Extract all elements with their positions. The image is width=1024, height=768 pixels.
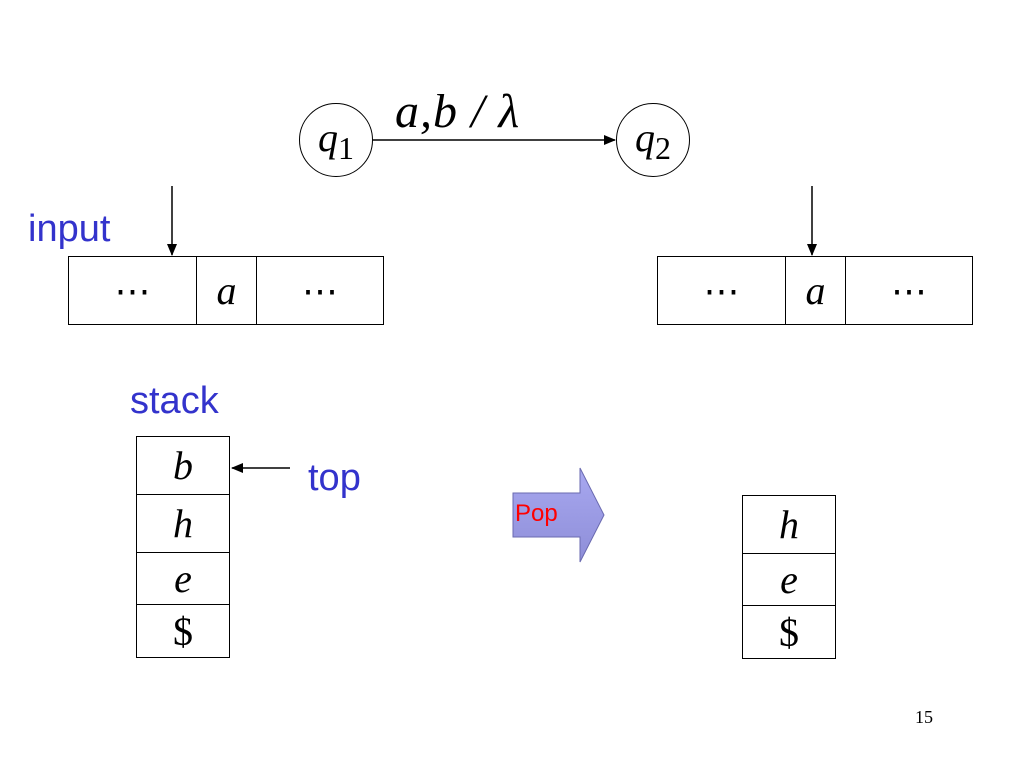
left-stack-cell: h — [137, 495, 229, 553]
right-stack: h e $ — [742, 495, 836, 659]
left-stack-cell: e — [137, 553, 229, 605]
right-input-tape: ⋯ a ⋯ — [657, 256, 973, 325]
left-tape-cell: a — [197, 257, 257, 324]
left-stack: b h e $ — [136, 436, 230, 658]
right-tape-cell: a — [786, 257, 846, 324]
state-q1-label: q1 — [318, 114, 354, 166]
right-tape-cell: ⋯ — [891, 270, 927, 311]
stack-label: stack — [130, 380, 219, 422]
left-stack-cell: b — [137, 437, 229, 495]
pop-arrow-shape — [512, 467, 605, 563]
state-q1: q1 — [299, 103, 373, 177]
left-stack-cell: $ — [173, 608, 193, 654]
pop-label: Pop — [515, 500, 558, 527]
right-tape-cell: ⋯ — [658, 257, 786, 324]
left-tape-cell: ⋯ — [69, 257, 197, 324]
state-q2-label: q2 — [635, 114, 671, 166]
right-stack-cell: h — [743, 496, 835, 554]
right-stack-cell: e — [743, 554, 835, 606]
left-tape-cell: ⋯ — [302, 270, 338, 311]
state-q2: q2 — [616, 103, 690, 177]
top-label: top — [308, 457, 361, 499]
left-input-tape: ⋯ a ⋯ — [68, 256, 384, 325]
transition-label: a,b / λ — [395, 85, 521, 138]
page-number: 15 — [915, 707, 933, 727]
input-label: input — [28, 208, 111, 250]
right-stack-cell: $ — [779, 609, 799, 655]
